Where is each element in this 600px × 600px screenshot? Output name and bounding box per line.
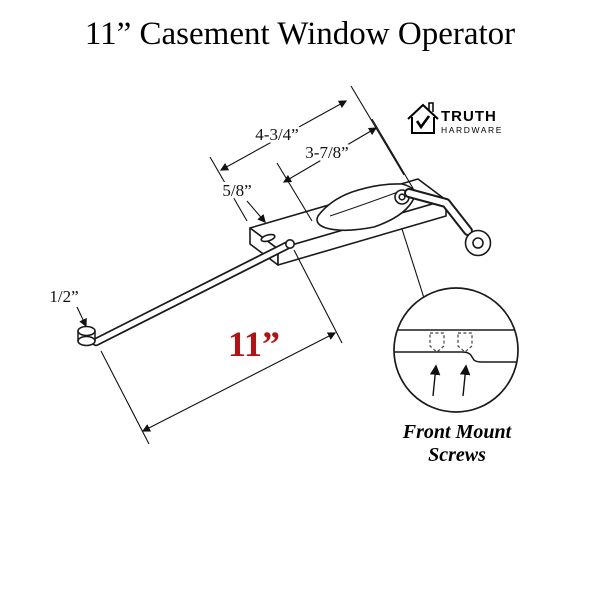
dim-label-11: 11” — [228, 324, 280, 364]
dim-label-4-3-4: 4-3/4” — [255, 125, 298, 144]
dim-line-11 — [141, 332, 337, 432]
arm-pivot-rivet — [284, 239, 295, 250]
witness-line-top-left — [209, 156, 248, 222]
page-title: 11” Casement Window Operator — [84, 16, 516, 52]
hidden-screws — [429, 332, 473, 353]
dim-label-5-8: 5/8” — [222, 181, 251, 200]
front-mount-detail — [393, 228, 519, 413]
callout-label-line2: Screws — [428, 444, 486, 466]
witness-line-top-right — [350, 85, 405, 176]
truth-house-icon — [407, 102, 439, 134]
detail-circle — [393, 287, 519, 413]
bracket-profile — [394, 329, 517, 363]
crank-boss-center — [398, 193, 406, 201]
screw-outline-right — [457, 332, 473, 353]
screw-pointer-arrows — [429, 364, 471, 397]
crank-knob-inner — [472, 237, 484, 249]
operator-illustration — [77, 178, 492, 347]
witness-line-arm-end — [100, 350, 150, 445]
screw-outline-left — [429, 332, 445, 353]
dim-label-3-7-8: 3-7/8” — [305, 143, 348, 162]
witness-line-mid-left — [276, 162, 313, 222]
callout-label-line1: Front Mount — [402, 421, 513, 443]
crank-handle-fill — [406, 190, 471, 234]
arm-end-stud — [77, 325, 96, 347]
dim-label-1-2: 1/2” — [49, 287, 78, 306]
witness-line-arm-pivot — [293, 249, 343, 344]
gear-housing-detail-line — [329, 191, 399, 217]
brand-name: TRUTH — [441, 108, 497, 125]
operator-arm-fill — [93, 241, 293, 345]
brand-tagline: HARDWARE — [441, 125, 503, 135]
mounting-slot — [260, 233, 276, 243]
leader-arrow-1-2 — [76, 306, 87, 328]
truth-hardware-logo: TRUTH HARDWARE — [407, 102, 503, 135]
dim-line-3-7-8 — [282, 127, 378, 183]
leader-arrow-5-8 — [246, 200, 266, 223]
callout-leader-line — [401, 228, 425, 299]
witness-line-mid-right — [371, 118, 415, 191]
dimension-annotations — [76, 85, 415, 445]
